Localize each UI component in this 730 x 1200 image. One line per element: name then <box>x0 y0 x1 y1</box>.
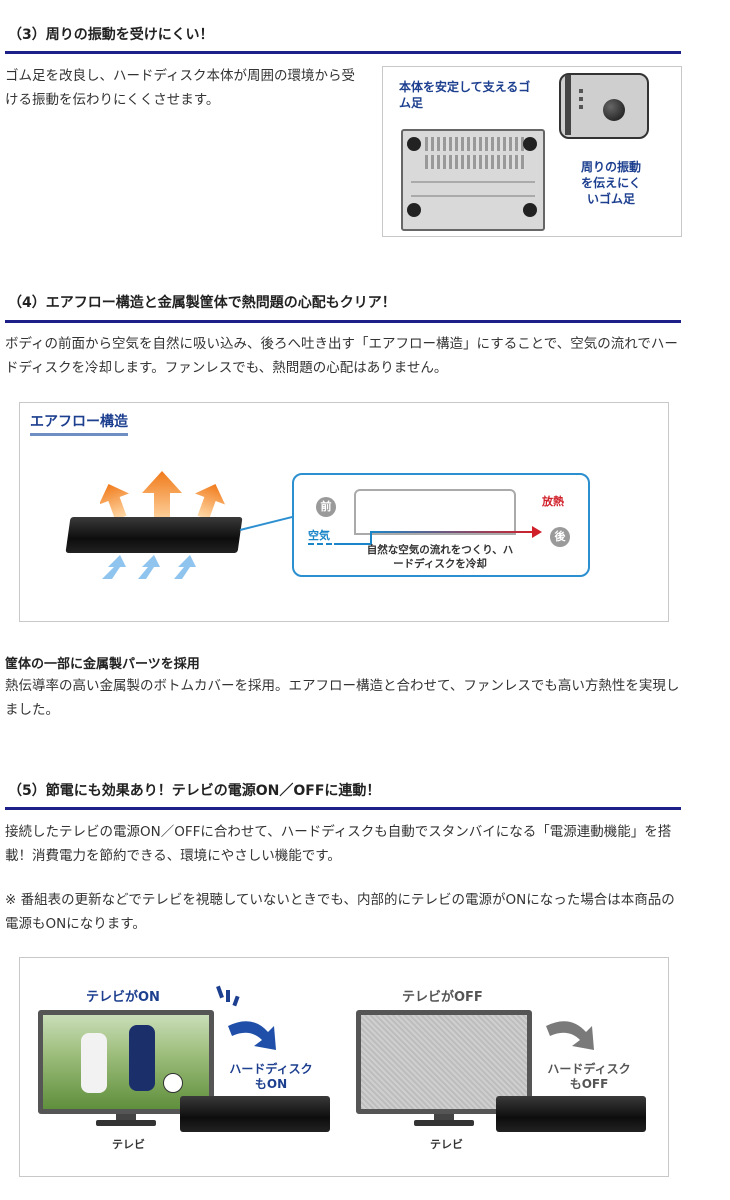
airflow-caption: 自然な空気の流れをつくり、ハードディスクを冷却 <box>366 544 514 570</box>
heat-arrows <box>100 471 226 523</box>
section4-heading: （4）エアフロー構造と金属製筐体で熱問題の心配もクリア！ <box>8 295 396 311</box>
off-arrow-icon <box>546 1021 594 1050</box>
chassis-outline <box>354 489 516 535</box>
stable-feet-label: 本体を安定して支えるゴム足 <box>399 80 531 110</box>
rubber-foot <box>523 203 537 217</box>
section3-rule <box>5 51 681 54</box>
tv-off-label: テレビがOFF <box>402 990 483 1005</box>
exhaust-label: 放熱 <box>542 495 564 508</box>
airflow-title: エアフロー構造 <box>30 411 128 436</box>
section3-body: ゴム足を改良し、ハードディスク本体が周囲の環境から受ける振動を伝わりにくくさせま… <box>5 68 356 108</box>
power-link-figure: テレビがON テレビ ハードディスクもON テレビがOFF テレビ ハードディス… <box>19 957 669 1177</box>
airflow-figure: エアフロー構造 前 後 空気 放熱 自然な空気の流れをつくり、ハードディスクを冷… <box>19 402 669 622</box>
section4-subbody: 熱伝導率の高い金属製のボトムカバーを採用。エアフロー構造と合わせて、ファンレスで… <box>5 678 680 718</box>
hdd-on-label: ハードディスクもON <box>229 1062 313 1091</box>
hdd-off-image <box>496 1096 646 1132</box>
front-badge: 前 <box>316 497 336 517</box>
section5-note: ※ 番組表の更新などでテレビを視聴していないときでも、内部的にテレビの電源がON… <box>5 892 675 932</box>
rubber-foot <box>407 137 421 151</box>
section4-body: ボディの前面から空気を自然に吸い込み、後ろへ吐き出す「エアフロー構造」にすること… <box>5 336 678 376</box>
section5-body: 接続したテレビの電源ON／OFFに合わせて、ハードディスクも自動でスタンバイにな… <box>5 824 672 864</box>
section5-rule <box>5 807 681 810</box>
tv-label-right: テレビ <box>430 1138 463 1151</box>
section3-heading: （3）周りの振動を受けにくい！ <box>8 27 214 43</box>
heat-flow-line <box>370 531 534 533</box>
vibration-feet-label: 周りの振動を伝えにくいゴム足 <box>580 160 641 206</box>
intake-arrows <box>102 555 196 579</box>
tv-off-image <box>356 1010 532 1114</box>
tv-label-left: テレビ <box>112 1138 145 1151</box>
rubber-foot <box>523 137 537 151</box>
air-flow-line <box>334 531 372 545</box>
rubber-foot <box>407 203 421 217</box>
section4-rule <box>5 320 681 323</box>
on-arrow-icon <box>228 1021 276 1050</box>
hdd-off-label: ハードディスクもOFF <box>547 1062 631 1091</box>
section4-subheading: 筐体の一部に金属製パーツを採用 <box>5 657 200 672</box>
tv-on-image <box>38 1010 214 1114</box>
hdd-device-image <box>65 517 243 553</box>
signal-icon <box>216 984 240 1007</box>
airflow-diagram-panel: 前 後 空気 放熱 自然な空気の流れをつくり、ハードディスクを冷却 <box>292 473 590 577</box>
section5-heading: （5）節電にも効果あり！テレビの電源ON／OFFに連動！ <box>8 783 381 799</box>
tv-on-label: テレビがON <box>86 990 160 1005</box>
device-bottom-image <box>401 129 545 231</box>
back-badge: 後 <box>550 527 570 547</box>
hdd-on-image <box>180 1096 330 1132</box>
air-label: 空気 <box>308 529 330 542</box>
foot-zoom-image <box>559 73 649 139</box>
rubber-feet-figure: 本体を安定して支えるゴム足 周りの振動を伝えにくいゴム足 <box>382 66 682 237</box>
